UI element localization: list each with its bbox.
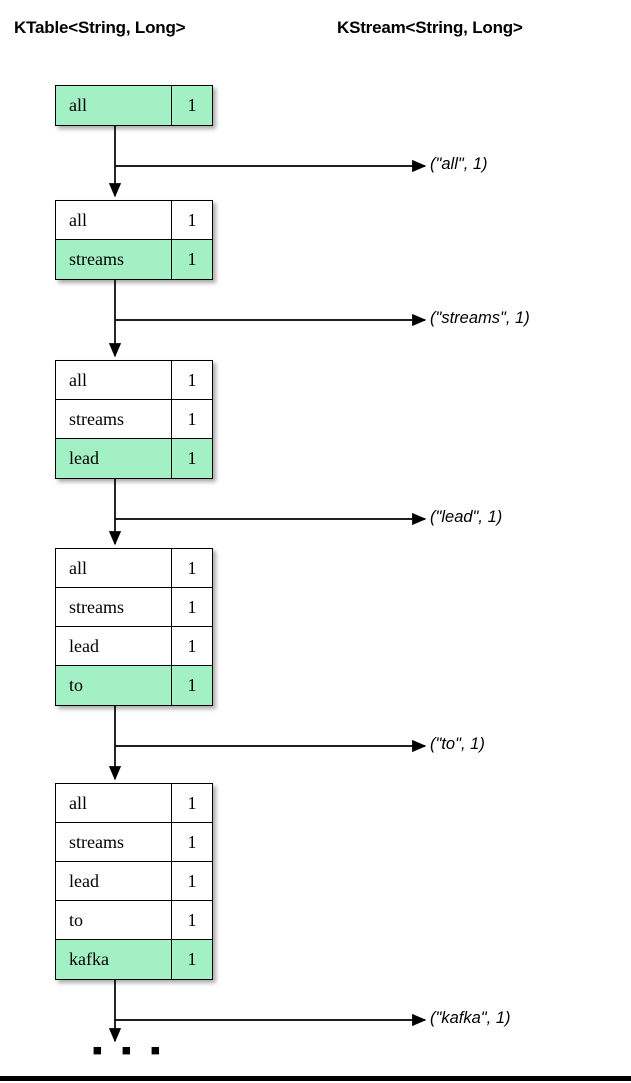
table-row: lead 1 [56,862,212,901]
table-cell-key: to [56,666,172,705]
table-cell-key: lead [56,862,172,900]
emit-record-label: ("streams", 1) [430,309,530,327]
table-cell-key: streams [56,588,172,626]
table-cell-key: all [56,86,172,125]
table-row: all 1 [56,784,212,823]
table-cell-value: 1 [187,209,197,230]
table-cell-value: 1 [187,408,197,429]
table-cell-value: 1 [187,95,197,115]
table-cell-value: 1 [187,596,197,617]
continuation-ellipsis: ▪ ▪ ▪ [92,1034,166,1067]
table-row: lead 1 [56,627,212,666]
table-row: all 1 [56,201,212,240]
table-cell-value: 1 [187,369,197,390]
table-cell-key: all [56,201,172,239]
table-row-updated: lead 1 [56,439,212,478]
table-cell-key: streams [56,823,172,861]
table-cell-value: 1 [187,448,197,468]
table-cell-key: all [56,549,172,587]
table-cell-key: kafka [56,940,172,979]
column-header-ktable: KTable<String, Long> [14,18,186,37]
table-cell-key: lead [56,627,172,665]
table-cell-value: 1 [187,675,197,695]
table-cell-key: streams [56,400,172,438]
column-header-kstream: KStream<String, Long> [337,18,523,37]
emit-record-label: ("lead", 1) [430,508,503,526]
table-cell-value: 1 [187,949,197,969]
table-cell-key: streams [56,240,172,279]
table-cell-value: 1 [187,870,197,891]
table-cell-key: to [56,901,172,939]
table-cell-value: 1 [187,909,197,930]
table-row: all 1 [56,361,212,400]
table-row: streams 1 [56,400,212,439]
table-row: streams 1 [56,588,212,627]
ktable-snapshot: all 1 [55,85,213,126]
table-row: streams 1 [56,823,212,862]
table-cell-value: 1 [187,792,197,813]
table-cell-key: all [56,361,172,399]
table-cell-value: 1 [187,635,197,656]
table-cell-key: lead [56,439,172,478]
emit-record-label: ("to", 1) [430,735,485,753]
emit-record-label: ("all", 1) [430,155,488,173]
ktable-snapshot: all 1 streams 1 [55,200,213,280]
table-cell-value: 1 [187,831,197,852]
ktable-snapshot: all 1 streams 1 lead 1 to 1 [55,548,213,706]
table-row: all 1 [56,549,212,588]
bottom-rule [0,1076,631,1081]
table-cell-value: 1 [187,557,197,578]
ktable-snapshot: all 1 streams 1 lead 1 [55,360,213,479]
table-row-updated: streams 1 [56,240,212,279]
table-row-updated: to 1 [56,666,212,705]
table-row-updated: all 1 [56,86,212,125]
ktable-snapshot: all 1 streams 1 lead 1 to 1 kafka 1 [55,783,213,980]
emit-record-label: ("kafka", 1) [430,1009,511,1027]
table-row: to 1 [56,901,212,940]
table-cell-key: all [56,784,172,822]
table-cell-value: 1 [187,249,197,269]
table-row-updated: kafka 1 [56,940,212,979]
